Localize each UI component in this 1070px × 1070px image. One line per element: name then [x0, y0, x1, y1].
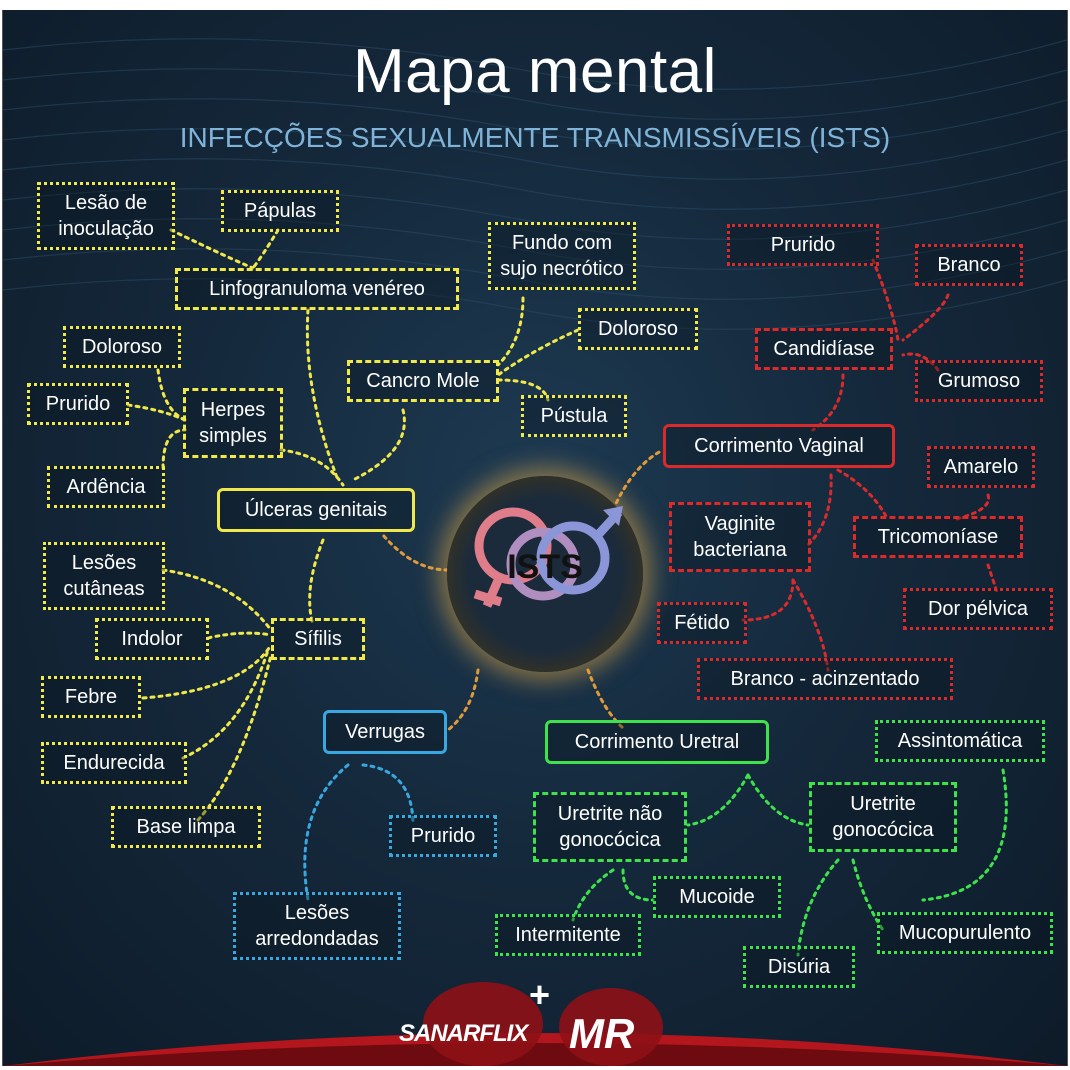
node-herpes-doloroso: Doloroso: [63, 326, 181, 368]
node-papulas: Pápulas: [221, 190, 339, 232]
sanarflix-logo-text: SANARFLIX: [399, 1020, 528, 1047]
node-febre: Febre: [41, 676, 141, 718]
node-herpes-simples: Herpes simples: [183, 388, 283, 458]
node-lesao-inoculacao: Lesão de inoculação: [37, 182, 175, 250]
page-title: Mapa mental: [353, 37, 717, 106]
center-node: [447, 476, 643, 672]
node-intermitente: Intermitente: [495, 914, 641, 956]
node-pustula: Pústula: [521, 395, 627, 437]
mind-map-canvas: Mapa mental INFECÇÕES SEXUALMENTE TRANSM…: [2, 10, 1068, 1066]
node-cancro-mole: Cancro Mole: [347, 360, 499, 402]
node-dor-pelvica: Dor pélvica: [903, 588, 1053, 630]
node-verrugas: Verrugas: [323, 710, 447, 754]
node-endurecida: Endurecida: [41, 742, 187, 784]
node-cancro-doloroso: Doloroso: [578, 308, 698, 350]
node-indolor: Indolor: [95, 618, 209, 660]
plus-sign: +: [529, 974, 551, 1015]
node-candidiase-prurido: Prurido: [727, 224, 879, 266]
node-uretrite-nao-gonococica: Uretrite não gonocócica: [533, 792, 687, 862]
node-amarelo: Amarelo: [927, 446, 1035, 488]
node-sifilis: Sífilis: [271, 618, 365, 660]
node-corrimento-vaginal: Corrimento Vaginal: [663, 424, 895, 468]
node-grumoso: Grumoso: [915, 360, 1043, 402]
node-tricomoniase: Tricomoníase: [853, 516, 1023, 558]
mr-logo-text: MR: [569, 1010, 635, 1057]
node-mucopurulento: Mucopurulento: [877, 912, 1053, 954]
node-ardencia: Ardência: [47, 466, 165, 508]
connectors: [126, 228, 1008, 957]
node-mucoide: Mucoide: [653, 876, 781, 918]
page-subtitle: INFECÇÕES SEXUALMENTE TRANSMISSÍVEIS (IS…: [179, 122, 891, 153]
node-linfogranuloma: Linfogranuloma venéreo: [175, 268, 459, 310]
node-assintomatica: Assintomática: [875, 720, 1045, 762]
node-corrimento-uretral: Corrimento Uretral: [545, 720, 769, 764]
node-fetido: Fétido: [657, 602, 747, 644]
sanarflix-logo: [423, 982, 543, 1066]
node-branco-acinzentado: Branco - acinzentado: [697, 658, 953, 700]
node-ulceras-genitais: Úlceras genitais: [217, 488, 415, 532]
node-verrugas-prurido: Prurido: [389, 815, 497, 857]
mr-logo: [559, 988, 663, 1066]
node-fundo-necrotico: Fundo com sujo necrótico: [488, 222, 636, 290]
node-candidiase: Candidíase: [755, 328, 893, 370]
node-lesoes-arredondadas: Lesões arredondadas: [233, 892, 401, 960]
bottom-band: [3, 1033, 1067, 1066]
node-candidiase-branco: Branco: [915, 244, 1023, 286]
node-lesoes-cutaneas: Lesões cutâneas: [43, 542, 165, 610]
node-vaginite-bacteriana: Vaginite bacteriana: [669, 502, 811, 572]
node-base-limpa: Base limpa: [111, 806, 261, 848]
center-label: ISTS: [507, 548, 583, 586]
node-disuria: Disúria: [743, 946, 855, 988]
node-herpes-prurido: Prurido: [27, 383, 129, 425]
node-uretrite-gonococica: Uretrite gonocócica: [809, 782, 957, 852]
gender-symbols-icon: [473, 506, 623, 608]
